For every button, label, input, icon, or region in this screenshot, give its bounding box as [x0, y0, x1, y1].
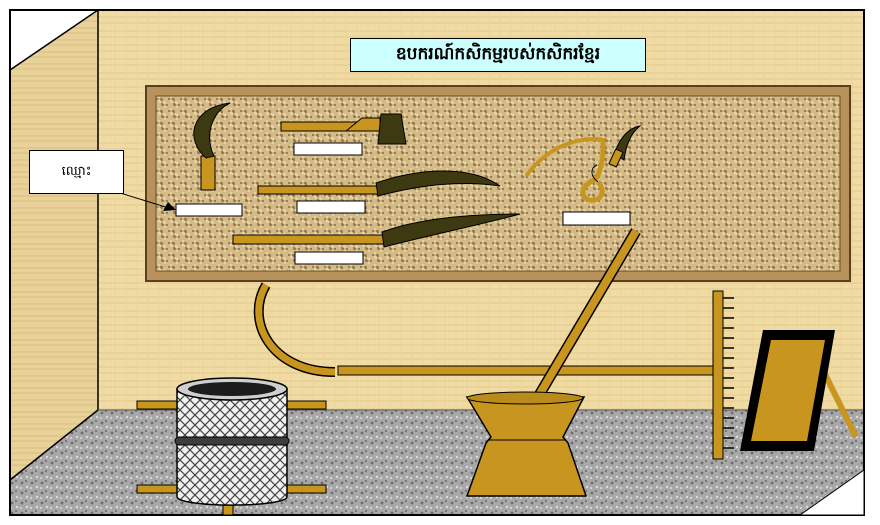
label-slot — [176, 204, 242, 216]
floor — [10, 410, 864, 515]
label-slot — [295, 252, 363, 264]
label-slot — [563, 212, 630, 225]
left-wall — [10, 10, 98, 480]
label-slot — [294, 143, 362, 155]
label-slot — [297, 201, 365, 213]
diagram-title: ឧបករណ៍កសិកម្មរបស់កសិករខ្មែរ — [350, 38, 646, 72]
name-label-box: ឈ្មោះ — [29, 150, 124, 194]
